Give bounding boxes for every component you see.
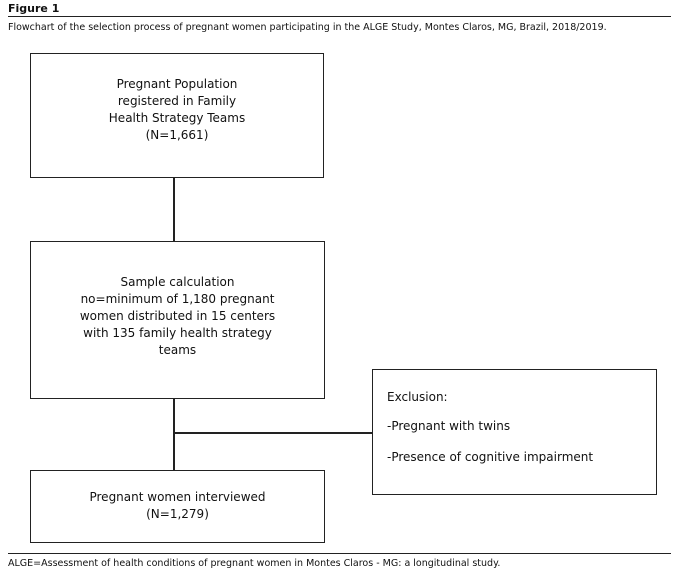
population-count: (N=1,661) — [145, 128, 209, 142]
exclusion-title: Exclusion: — [387, 390, 448, 404]
exclusion-item-twins: -Pregnant with twins — [387, 419, 511, 433]
interviewed-line-1: Pregnant women interviewed — [89, 490, 266, 504]
connector-box1-box2 — [173, 177, 175, 242]
sample-line-2: no=minimum of 1,180 pregnant — [80, 292, 275, 306]
figure-label: Figure 1 — [8, 2, 60, 15]
exclusion-item-cognitive: -Presence of cognitive impairment — [387, 450, 594, 464]
top-rule — [8, 16, 671, 17]
figure-caption: Flowchart of the selection process of pr… — [8, 22, 607, 33]
population-line-1: Pregnant Population — [116, 77, 238, 91]
interviewed-count: (N=1,279) — [146, 507, 209, 521]
interviewed-box: Pregnant women interviewed (N=1,279) — [30, 470, 325, 543]
sample-line-1: Sample calculation — [120, 275, 235, 289]
exclusion-box: Exclusion: -Pregnant with twins -Presenc… — [372, 369, 657, 495]
sample-line-3: women distributed in 15 centers — [79, 309, 276, 323]
sample-line-5: teams — [158, 343, 197, 357]
population-line-3: Health Strategy Teams — [108, 111, 246, 125]
connector-box2-box3 — [173, 398, 175, 471]
population-box: Pregnant Population registered in Family… — [30, 53, 324, 178]
bottom-rule — [8, 553, 671, 554]
connector-to-exclusion — [173, 432, 373, 434]
population-line-2: registered in Family — [117, 94, 237, 108]
sample-calculation-box: Sample calculation no=minimum of 1,180 p… — [30, 241, 325, 399]
figure-footnote: ALGE=Assessment of health conditions of … — [8, 558, 501, 569]
sample-line-4: with 135 family health strategy — [83, 326, 272, 340]
